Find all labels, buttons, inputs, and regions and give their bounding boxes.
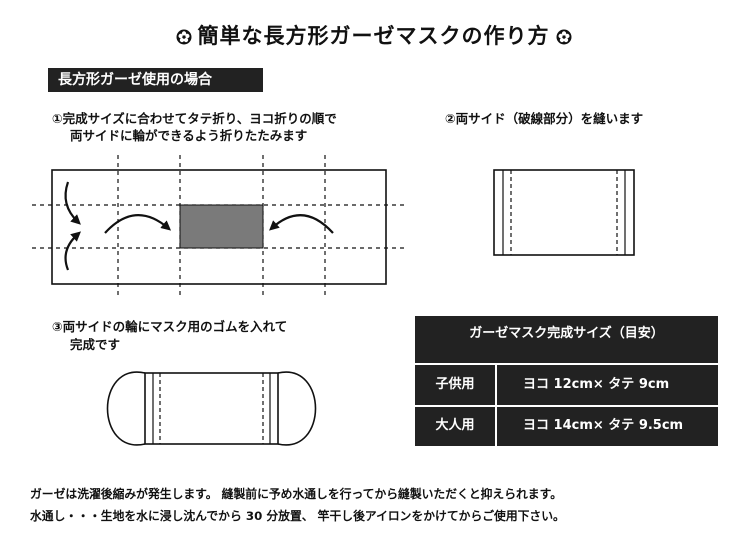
size-table: ガーゼマスク完成サイズ（目安） 子供用 ヨコ 12cm× タテ 9cm 大人用 …: [415, 316, 718, 446]
size-row-value-child: ヨコ 12cm× タテ 9cm: [523, 377, 670, 392]
step3-diagram: [106, 371, 317, 446]
flower-icon: [176, 29, 191, 45]
step1-text-line1: ①完成サイズに合わせてタテ折り、ヨコ折りの順で: [52, 111, 337, 126]
step3-text-line1: ③両サイドの輪にマスク用のゴムを入れて: [52, 319, 288, 334]
ear-loop-left: [106, 371, 146, 446]
page-title: 簡単な長方形ガーゼマスクの作り方: [0, 20, 747, 50]
page-title-text: 簡単な長方形ガーゼマスクの作り方: [197, 24, 550, 48]
size-row-value-adult: ヨコ 14cm× タテ 9.5cm: [523, 418, 684, 433]
step2-diagram: [493, 169, 635, 256]
flower-icon: [556, 29, 571, 45]
note-line2: 水通し・・・生地を水に浸し沈んでから 30 分放置、 竿干し後アイロンをかけてか…: [30, 509, 565, 523]
note-line1: ガーゼは洗濯後縮みが発生します。 縫製前に予め水通しを行ってから縫製いただくと抑…: [30, 487, 563, 501]
ear-loop-right: [277, 371, 317, 446]
fold-down-arrow-icon: [64, 181, 81, 225]
folded-center: [179, 204, 264, 249]
step2-text: ②両サイド（破線部分）を縫います: [445, 111, 644, 126]
size-row-label-adult: 大人用: [435, 418, 475, 433]
step1-text-line2: 両サイドに輪ができるよう折りたたみます: [70, 128, 308, 143]
size-table-header: ガーゼマスク完成サイズ（目安）: [469, 326, 664, 341]
mask-body: [144, 372, 279, 445]
fold-right-arrow-icon: [104, 214, 172, 234]
section-header: 長方形ガーゼ使用の場合: [48, 68, 263, 92]
folded-gauze: [493, 169, 635, 256]
size-row-label-child: 子供用: [435, 377, 475, 392]
step3-text-line2: 完成です: [70, 337, 121, 352]
fold-left-arrow-icon: [269, 214, 334, 234]
step1-diagram: [32, 155, 405, 298]
fold-up-arrow-icon: [64, 231, 81, 271]
